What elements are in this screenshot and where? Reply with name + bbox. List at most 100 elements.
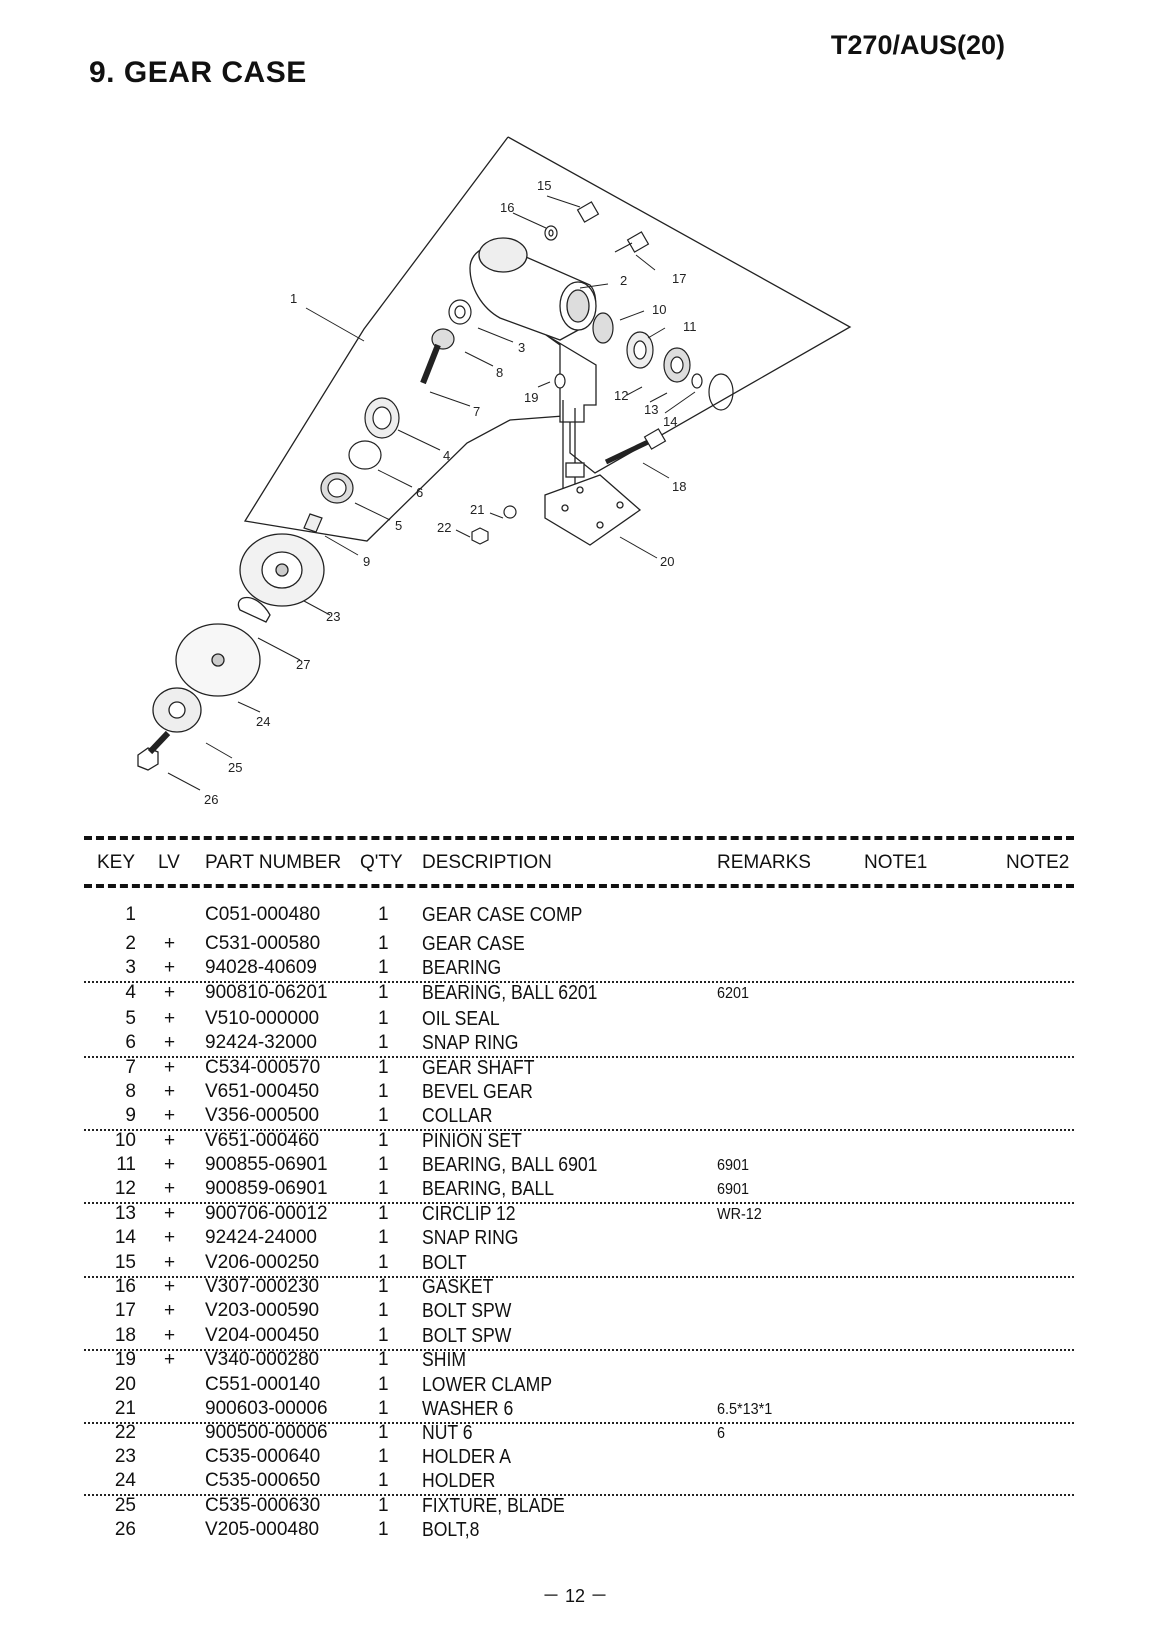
cell-lv: + [164, 933, 176, 954]
cell-rem: WR-12 [717, 1206, 762, 1223]
cell-key: 16 [114, 1276, 136, 1297]
cell-lv: + [164, 1349, 176, 1370]
cell-desc: SNAP RING [422, 1227, 519, 1249]
cell-pn: V651-000460 [205, 1130, 320, 1151]
cell-pn: 900706-00012 [205, 1203, 328, 1224]
cell-desc: GEAR CASE COMP [422, 904, 583, 926]
cell-key: 7 [125, 1057, 136, 1078]
cell-lv: + [164, 1276, 176, 1297]
callout-14: 14 [663, 414, 677, 429]
cell-qty: 1 [378, 1325, 389, 1346]
cell-pn: 900855-06901 [205, 1154, 328, 1175]
bolt-shapes [471, 201, 667, 545]
exploded-parts-diagram: 1 2 3 4 5 6 7 8 9 10 11 12 13 14 15 16 1… [137, 136, 852, 807]
callout-2: 2 [620, 273, 627, 288]
header-note2: NOTE2 [1006, 852, 1070, 873]
header-part-number: PART NUMBER [205, 852, 342, 873]
cell-qty: 1 [378, 1300, 389, 1321]
cell-key: 25 [114, 1495, 136, 1516]
cell-key: 12 [114, 1178, 136, 1199]
cell-desc: HOLDER A [422, 1446, 512, 1468]
cell-rem: 6.5*13*1 [717, 1401, 773, 1418]
cell-key: 20 [114, 1374, 136, 1395]
section-title: 9. GEAR CASE [89, 56, 307, 89]
lower-clamp-shape [544, 462, 642, 546]
cell-pn: 94028-40609 [205, 957, 317, 978]
cell-pn: 900603-00006 [205, 1398, 328, 1419]
callout-22: 22 [437, 520, 451, 535]
cell-qty: 1 [378, 1081, 389, 1102]
cell-qty: 1 [378, 1495, 389, 1516]
cell-qty: 1 [378, 1178, 389, 1199]
cell-key: 26 [114, 1519, 136, 1540]
cell-pn: C551-000140 [205, 1374, 321, 1395]
callout-15: 15 [537, 178, 551, 193]
cell-pn: C535-000650 [205, 1470, 321, 1491]
cell-pn: C534-000570 [205, 1057, 321, 1078]
blade-holder-shapes [137, 533, 325, 771]
cell-pn: V307-000230 [205, 1276, 320, 1297]
cell-desc: BEARING, BALL [422, 1178, 555, 1200]
callout-10: 10 [652, 302, 666, 317]
cell-pn: V651-000450 [205, 1081, 320, 1102]
callout-8: 8 [496, 365, 503, 380]
cell-rem: 6901 [717, 1181, 750, 1198]
cell-pn: 92424-32000 [205, 1032, 317, 1053]
cell-rem: 6901 [717, 1157, 750, 1174]
header-lv: LV [158, 852, 180, 873]
cell-qty: 1 [378, 1032, 389, 1053]
callout-21: 21 [470, 502, 484, 517]
cell-desc: GASKET [422, 1276, 494, 1298]
table-header-rule [84, 884, 1074, 888]
cell-desc: WASHER 6 [422, 1398, 514, 1420]
cell-desc: CIRCLIP 12 [422, 1203, 516, 1225]
cell-qty: 1 [378, 1446, 389, 1467]
table-top-rule [84, 836, 1074, 840]
cell-qty: 1 [378, 982, 389, 1003]
cell-key: 19 [114, 1349, 136, 1370]
cell-qty: 1 [378, 1105, 389, 1126]
cell-key: 2 [125, 933, 136, 954]
gear-case-shape [469, 237, 597, 499]
cell-desc: PINION SET [422, 1130, 522, 1152]
cell-qty: 1 [378, 1470, 389, 1491]
cell-key: 5 [125, 1008, 136, 1029]
cell-lv: + [164, 1252, 176, 1273]
cell-key: 15 [114, 1252, 136, 1273]
cell-desc: BEARING, BALL 6201 [422, 982, 598, 1004]
cell-lv: + [164, 1008, 176, 1029]
cell-key: 22 [114, 1422, 136, 1443]
cell-qty: 1 [378, 933, 389, 954]
cell-desc: SHIM [422, 1349, 466, 1371]
cell-qty: 1 [378, 1227, 389, 1248]
cell-pn: C535-000630 [205, 1495, 321, 1516]
cell-qty: 1 [378, 1203, 389, 1224]
cell-qty: 1 [378, 1154, 389, 1175]
cell-pn: C535-000640 [205, 1446, 321, 1467]
callout-labels: 1 2 3 4 5 6 7 8 9 10 11 12 13 14 15 16 1… [204, 178, 697, 807]
cell-rem: 6 [717, 1425, 726, 1442]
row-separator [84, 1129, 1074, 1131]
cell-key: 17 [114, 1300, 136, 1321]
cell-lv: + [164, 1105, 176, 1126]
cell-pn: V510-000000 [205, 1008, 320, 1029]
cell-key: 3 [125, 957, 136, 978]
cell-desc: HOLDER [422, 1470, 496, 1492]
cell-lv: + [164, 1032, 176, 1053]
callout-19: 19 [524, 390, 538, 405]
callout-20: 20 [660, 554, 674, 569]
